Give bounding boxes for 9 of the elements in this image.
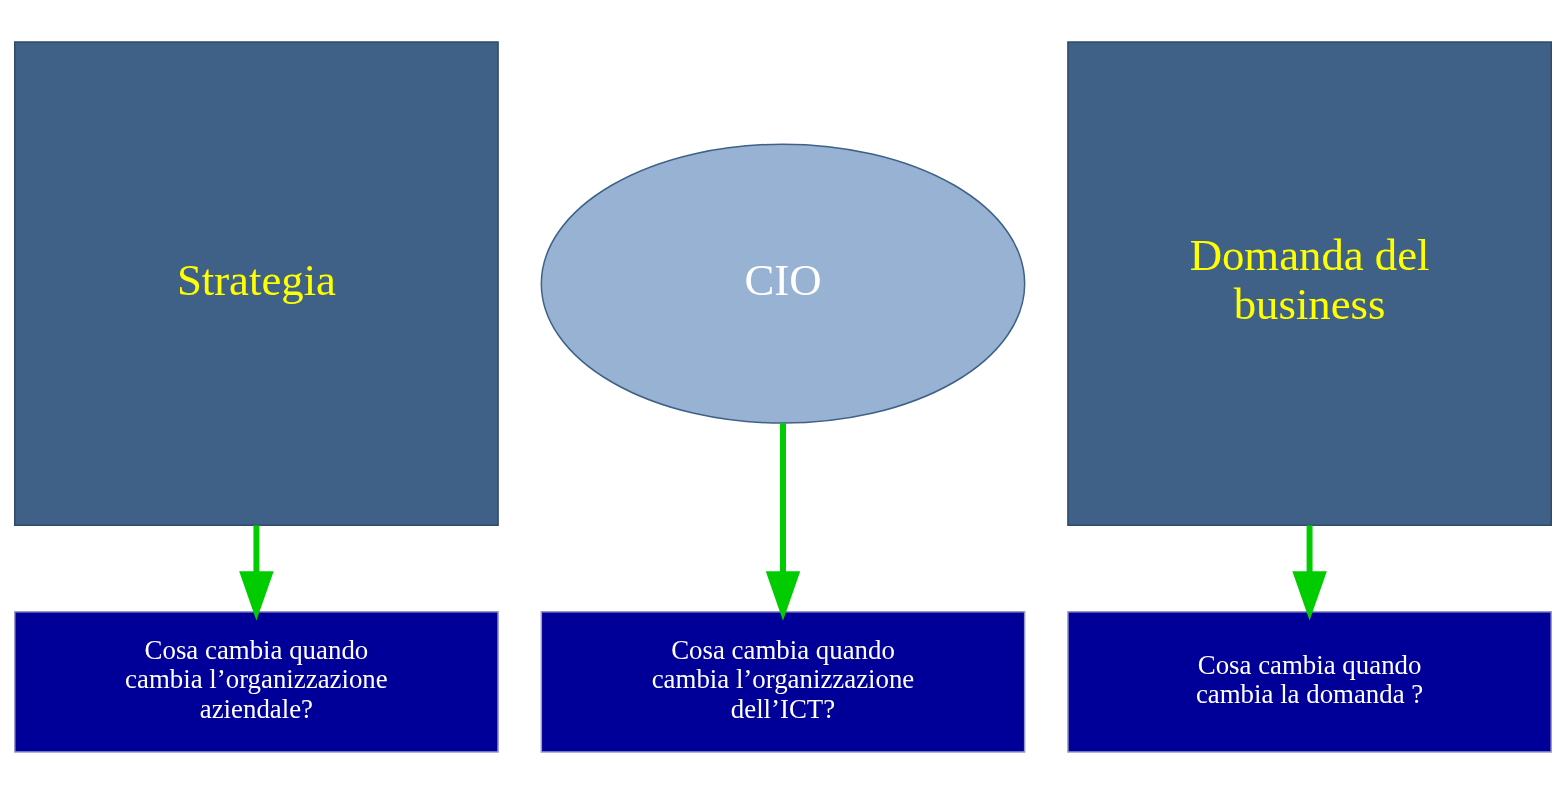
node-ellipse: CIO [540,142,1026,424]
arrow [765,422,801,621]
arrow [1292,524,1327,621]
node-box: Cosa cambia quando cambia l’organizzazione aziendale? [14,610,499,753]
node-box: Strategia [14,40,499,526]
node-box: Cosa cambia quando cambia l’organizzazione dell’ICT? [540,610,1026,753]
arrow [239,524,274,621]
node-box: Cosa cambia quando cambia la domanda ? [1067,610,1552,753]
node-box: Domanda del business [1067,40,1552,526]
